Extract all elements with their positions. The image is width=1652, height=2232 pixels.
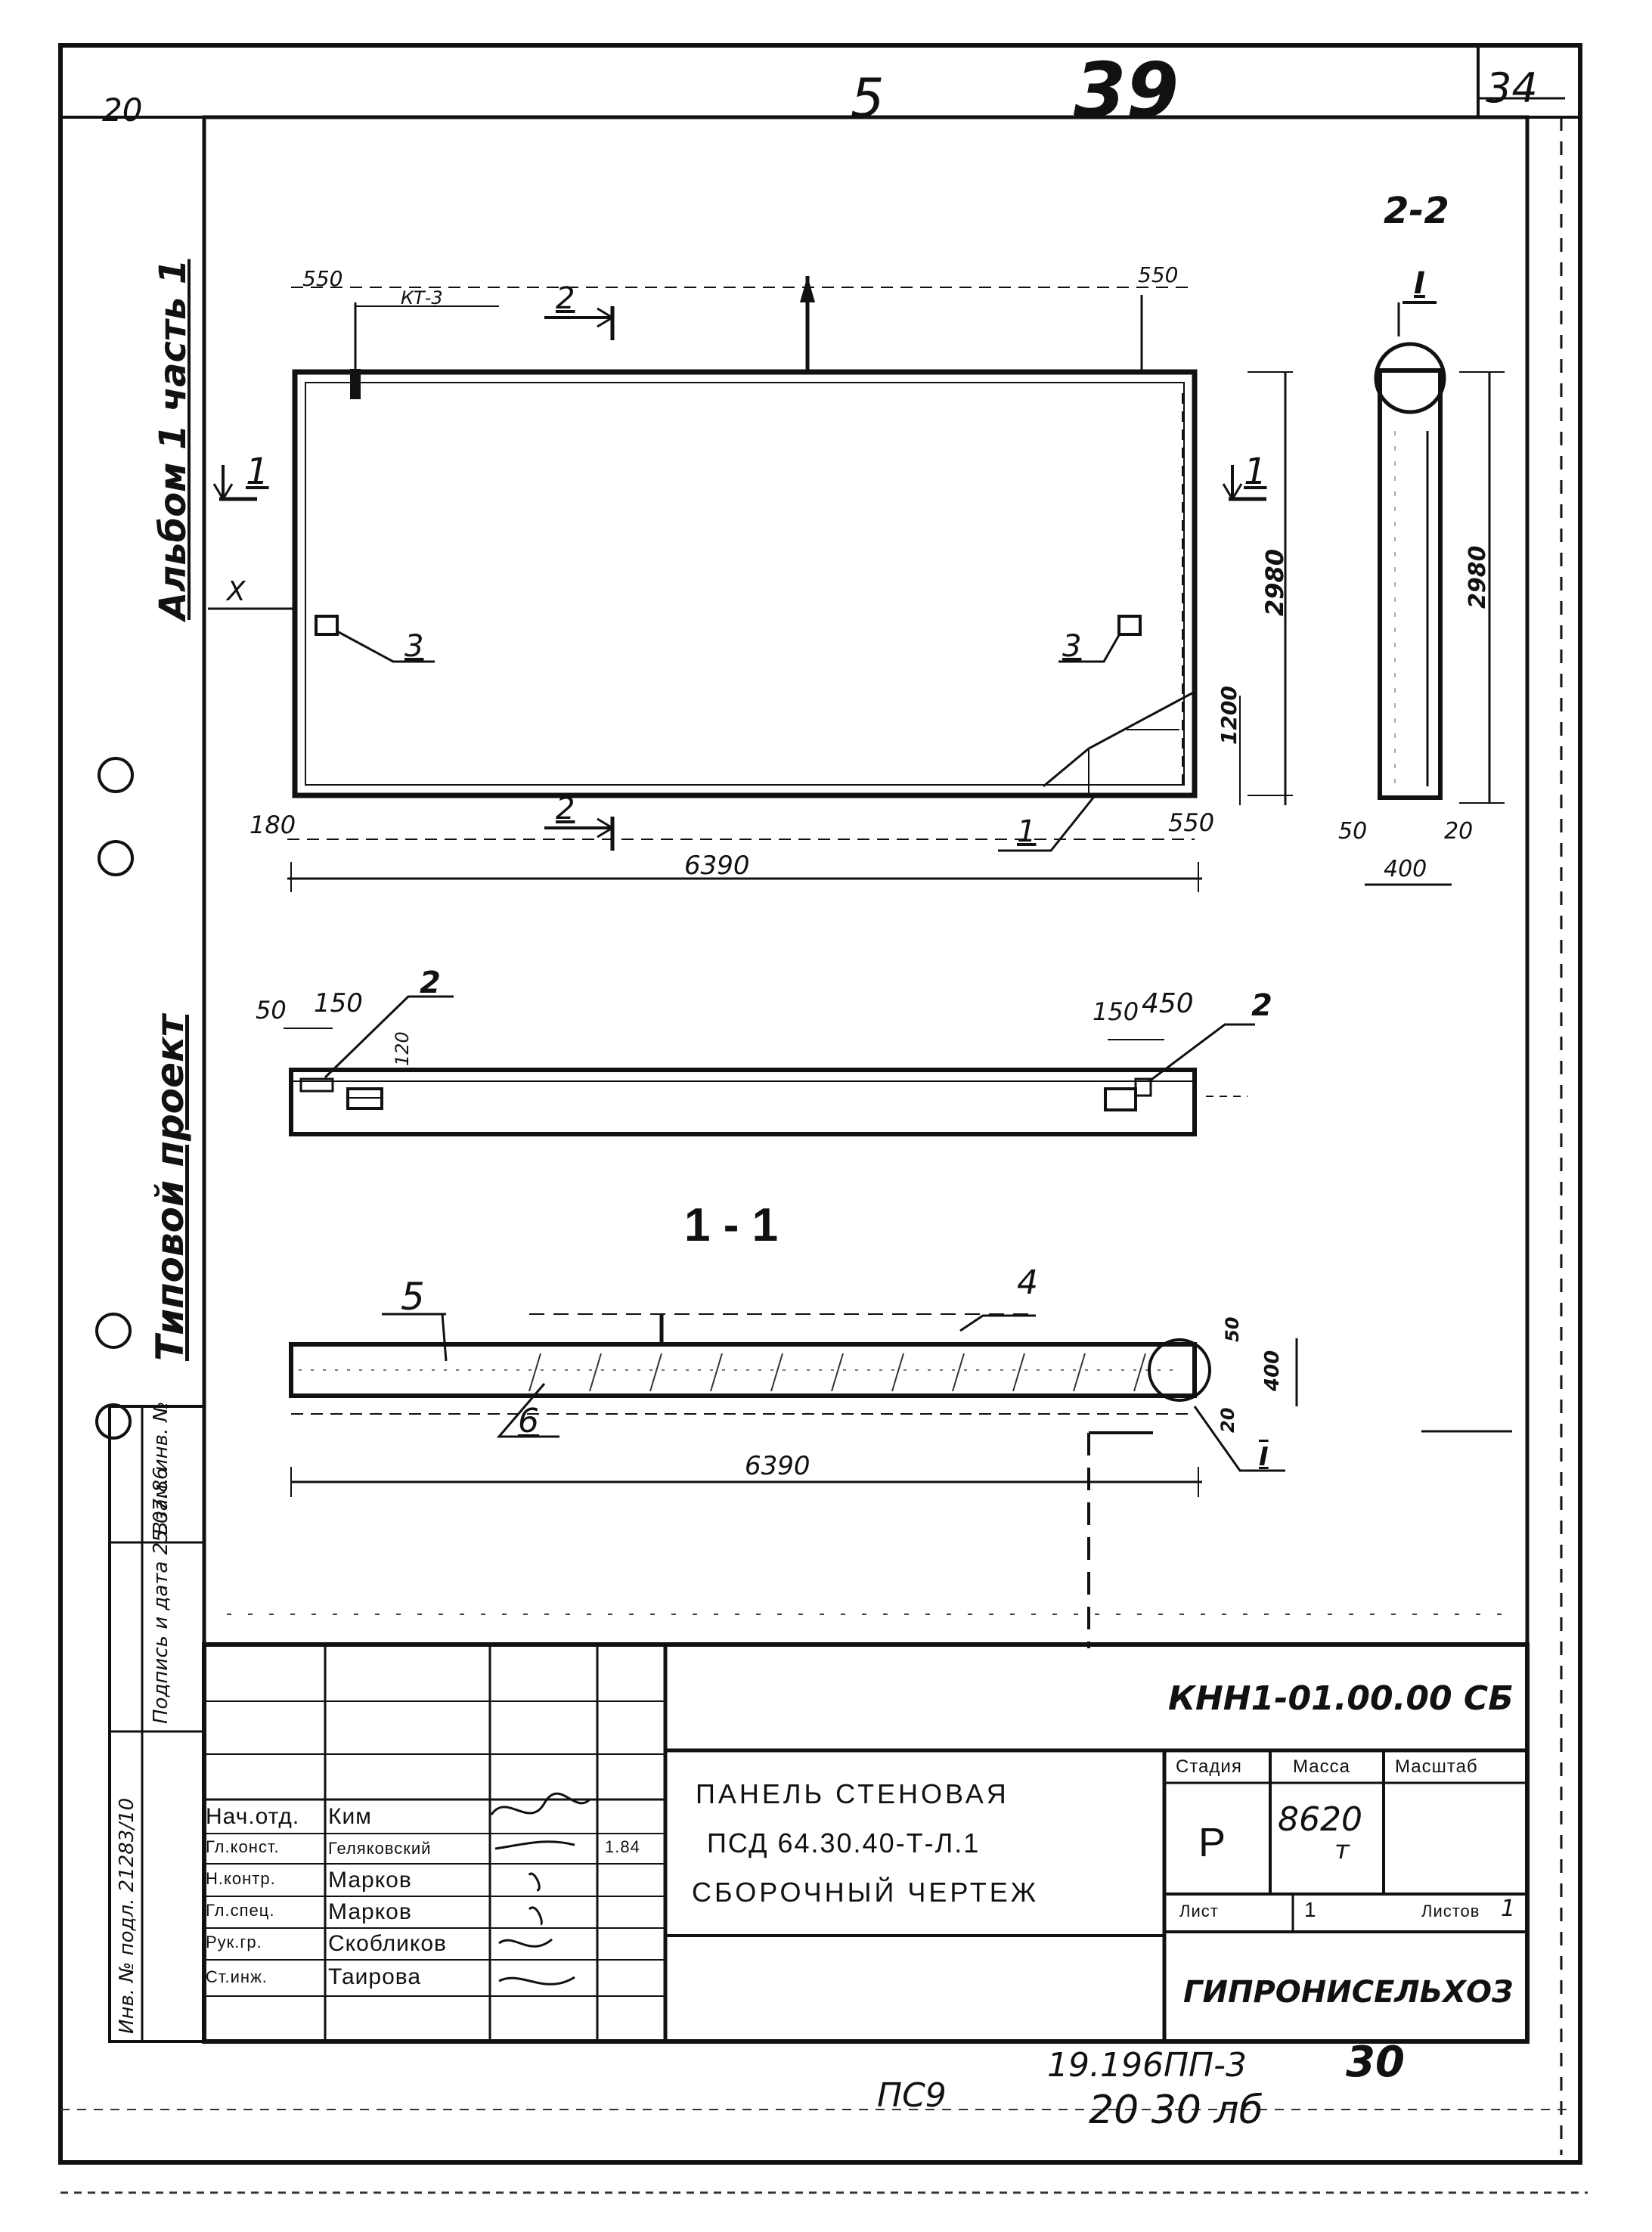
plan-item-2-left: 2 (420, 966, 441, 1000)
section-1-1-item-5: 5 (401, 1275, 425, 1319)
role-4: Гл.спец. (206, 1901, 275, 1920)
section-1-1-dim-400: 400 (1261, 1350, 1284, 1391)
role-5: Рук.гр. (206, 1933, 262, 1951)
section-1-1-dim-50: 50 (1222, 1316, 1243, 1342)
section-1-1-dim-20: 20 (1217, 1407, 1238, 1433)
sheets-value: 1 (1501, 1896, 1516, 1922)
panel-front-view (292, 369, 1198, 798)
binding-hole (95, 1313, 132, 1349)
plan-dim-150-left: 150 (314, 988, 363, 1018)
section-2-2-dim-2980: 2980 (1464, 545, 1491, 609)
name-2: Геляковский (328, 1839, 432, 1858)
mass-value: 8620 (1278, 1800, 1362, 1839)
section-2-2-title: 2-2 (1384, 190, 1449, 232)
bottom-ref: 19.196ПП-3 (1047, 2046, 1247, 2085)
plan-item-2-right: 2 (1251, 988, 1272, 1023)
dim-550-right: 550 (1138, 262, 1179, 287)
section-2-2-dim-400: 400 (1384, 856, 1427, 882)
axis-mark-x: Х (227, 576, 246, 607)
dim-1200: 1200 (1217, 686, 1241, 745)
date-2: 1.84 (605, 1837, 640, 1856)
sheets-label: Листов (1421, 1902, 1480, 1920)
section-1-1-item-4: 4 (1017, 1263, 1038, 1302)
plan-dim-150-right: 150 (1093, 997, 1139, 1026)
sheet-value: 1 (1304, 1898, 1317, 1921)
section-mark-2-bottom: 2 (556, 792, 575, 826)
dim-6390-main: 6390 (684, 851, 750, 881)
item-1: 1 (1017, 814, 1037, 849)
side-label-typovoy: Типовой проект (148, 1015, 192, 1361)
role-2: Гл.конст. (206, 1837, 280, 1856)
stage-value: Р (1198, 1820, 1227, 1865)
bottom-number: 30 (1346, 2038, 1405, 2087)
section-2-2-mark-I: I (1414, 266, 1425, 301)
col-scale: Масштаб (1395, 1756, 1478, 1777)
binding-hole (95, 1403, 132, 1440)
section-1-1-mark-I: I (1259, 1442, 1269, 1472)
name-5: Скобликов (328, 1931, 447, 1956)
top-center-mark: 5 (851, 67, 885, 129)
role-1: Нач.отд. (206, 1804, 300, 1829)
dim-550-bottom: 550 (1168, 808, 1215, 837)
side-label-podpis-data: Подпись и дата 25.07.86 (150, 1467, 172, 1724)
dim-550-left: 550 (302, 266, 343, 291)
name-3: Марков (328, 1868, 412, 1893)
title-block (202, 1642, 1530, 2044)
top-left-mark: 20 (102, 91, 143, 129)
product-mark: ПСД 64.30.40-Т-Л.1 (707, 1827, 981, 1858)
mass-unit: т (1334, 1835, 1350, 1865)
bottom-code: ПС9 (877, 2076, 947, 2115)
section-2-2-dim-50: 50 (1338, 818, 1368, 845)
bottom-scribble: 20 30 лб (1089, 2088, 1263, 2133)
plan-dim-120: 120 (392, 1031, 413, 1066)
plan-dim-450: 450 (1142, 988, 1194, 1019)
item-3-right: 3 (1062, 629, 1082, 664)
section-2-2-view (1378, 368, 1443, 800)
side-label-album: Альбом 1 часть 1 (152, 259, 194, 620)
name-4: Марков (328, 1899, 412, 1924)
role-6: Ст.инж. (206, 1967, 268, 1986)
col-mass: Масса (1293, 1756, 1350, 1777)
label-kt3: КТ-3 (401, 287, 443, 308)
section-mark-2-top: 2 (556, 281, 575, 316)
outer-frame (58, 43, 1582, 2165)
dim-180: 180 (250, 811, 296, 839)
name-1: Ким (328, 1804, 372, 1829)
section-1-1-view (289, 1342, 1197, 1398)
dim-2980: 2980 (1260, 548, 1289, 616)
sheet-label: Лист (1179, 1902, 1219, 1920)
signatures (490, 1792, 591, 1986)
side-label-inv-podl: Инв. № подл. 21283/10 (116, 1797, 138, 2034)
doc-type: СБОРОЧНЫЙ ЧЕРТЕЖ (692, 1877, 1040, 1908)
product-name: ПАНЕЛЬ СТЕНОВАЯ (696, 1778, 1009, 1809)
page-number: 39 (1074, 46, 1179, 135)
sheet-top-right-number: 34 (1486, 64, 1538, 112)
section-mark-1-right: 1 (1244, 451, 1267, 493)
plan-dim-50: 50 (256, 996, 287, 1025)
section-1-1-title: 1 - 1 (684, 1199, 779, 1251)
section-mark-1-left: 1 (246, 451, 269, 493)
col-stage: Стадия (1176, 1756, 1242, 1777)
role-3: Н.контр. (206, 1869, 276, 1888)
binding-hole (98, 757, 134, 793)
section-2-2-dim-20: 20 (1444, 818, 1474, 845)
panel-plan-view (289, 1068, 1197, 1136)
organization: ГИПРОНИСЕЛЬХОЗ (1183, 1975, 1514, 2010)
section-1-1-item-6: 6 (518, 1402, 539, 1440)
section-1-1-dim-6390: 6390 (745, 1451, 811, 1481)
binding-hole (98, 840, 134, 876)
inner-frame (202, 115, 1530, 2044)
name-6: Таирова (328, 1964, 422, 1989)
item-3-left: 3 (404, 629, 424, 664)
doc-designation: КНН1-01.00.00 СБ (1168, 1679, 1514, 1718)
